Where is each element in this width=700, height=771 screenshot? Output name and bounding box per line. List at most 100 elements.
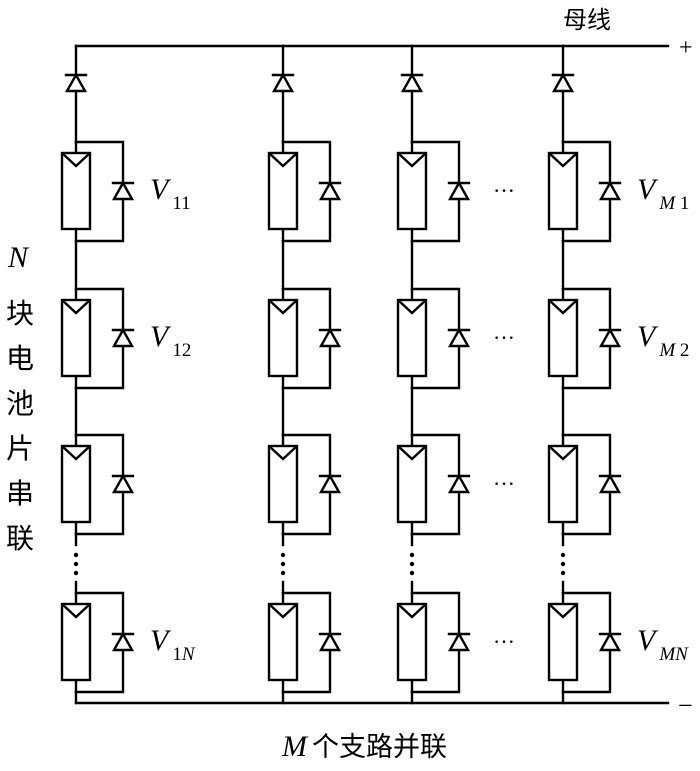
- vertical-ellipsis-dot: [560, 561, 566, 567]
- diode-triangle: [318, 327, 342, 348]
- diode-triangle: [447, 180, 471, 201]
- bypass-diode-icon: [111, 180, 135, 201]
- diode-triangle: [598, 180, 622, 201]
- solar-cell-chevron: [268, 152, 298, 168]
- solar-cell-chevron: [268, 603, 298, 619]
- diode-triangle: [598, 473, 622, 494]
- cell-group: [267, 591, 342, 694]
- diode-triangle: [111, 327, 135, 348]
- cell-group: [547, 287, 622, 390]
- horizontal-ellipsis: ···: [493, 325, 515, 350]
- bypass-diode-icon: [598, 327, 622, 348]
- blocking-diode-icon: [400, 72, 424, 93]
- diode-triangle: [271, 72, 295, 93]
- cell-group: [60, 140, 135, 243]
- vertical-ellipsis-dot: [409, 552, 415, 558]
- voltage-label-subscript: MN: [658, 644, 689, 665]
- voltage-label-subscript: M 2: [658, 340, 689, 361]
- voltage-label-main: V: [637, 624, 659, 657]
- vertical-ellipsis-dot: [73, 570, 79, 576]
- diode-triangle: [318, 631, 342, 652]
- cell-group: [396, 287, 471, 390]
- bypass-diode-icon: [447, 180, 471, 201]
- cell-group: [396, 433, 471, 536]
- vertical-ellipsis-dot: [73, 561, 79, 567]
- diode-triangle: [318, 180, 342, 201]
- subscript-char: N: [181, 644, 196, 665]
- cell-group: [60, 287, 135, 390]
- solar-cell-chevron: [397, 445, 427, 461]
- subscript-char: 1: [172, 340, 182, 361]
- voltage-label-main: V: [150, 624, 172, 657]
- diode-triangle: [598, 631, 622, 652]
- diode-triangle: [111, 180, 135, 201]
- bypass-diode-icon: [598, 180, 622, 201]
- solar-cell-chevron: [548, 152, 578, 168]
- vertical-ellipsis-dot: [560, 570, 566, 576]
- diode-triangle: [111, 631, 135, 652]
- diode-triangle: [447, 631, 471, 652]
- solar-cell-chevron: [548, 299, 578, 315]
- subscript-char: 1: [680, 193, 690, 214]
- solar-cell-chevron: [397, 603, 427, 619]
- voltage-label-main: V: [150, 320, 172, 353]
- bypass-diode-icon: [318, 473, 342, 494]
- solar-cell-chevron: [61, 299, 91, 315]
- subscript-char: M: [658, 193, 676, 214]
- subscript-char: 1: [181, 193, 191, 214]
- cell-group: [60, 433, 135, 536]
- cell-group: [267, 140, 342, 243]
- solar-cell-chevron: [397, 152, 427, 168]
- diode-triangle: [318, 473, 342, 494]
- bypass-diode-icon: [318, 327, 342, 348]
- subscript-char: N: [674, 644, 689, 665]
- diode-triangle: [400, 72, 424, 93]
- bypass-diode-icon: [318, 180, 342, 201]
- cell-group: [547, 591, 622, 694]
- solar-cell-chevron: [61, 152, 91, 168]
- bypass-diode-icon: [111, 327, 135, 348]
- vertical-ellipsis-dot: [280, 570, 286, 576]
- solar-cell-chevron: [61, 445, 91, 461]
- subscript-char: 2: [182, 340, 192, 361]
- cell-group: [267, 287, 342, 390]
- diode-triangle: [64, 72, 88, 93]
- branch-4: [547, 72, 622, 694]
- vertical-ellipsis-dot: [409, 561, 415, 567]
- left-label-char: 块: [6, 297, 34, 330]
- subscript-char: 1: [172, 193, 181, 214]
- voltage-label-main: V: [637, 173, 659, 206]
- voltage-label-subscript: 12: [172, 340, 191, 361]
- diode-triangle: [598, 327, 622, 348]
- solar-cell-chevron: [268, 299, 298, 315]
- bypass-diode-icon: [111, 631, 135, 652]
- horizontal-ellipsis: ···: [493, 471, 515, 496]
- cell-group: [396, 591, 471, 694]
- bypass-diode-icon: [111, 473, 135, 494]
- subscript-char: M: [658, 340, 676, 361]
- vertical-ellipsis-dot: [73, 552, 79, 558]
- voltage-label-subscript: 1N: [172, 644, 196, 665]
- solar-cells: [60, 72, 622, 694]
- vertical-ellipsis-dot: [409, 570, 415, 576]
- diode-triangle: [447, 473, 471, 494]
- left-label-char: 联: [6, 522, 34, 555]
- vertical-ellipsis-dot: [280, 561, 286, 567]
- solar-cell-chevron: [548, 603, 578, 619]
- diode-triangle: [111, 473, 135, 494]
- vertical-ellipsis-dot: [560, 552, 566, 558]
- subscript-char: 2: [680, 340, 690, 361]
- left-label-char: 池: [6, 387, 34, 420]
- left-label-variable: N: [7, 241, 30, 274]
- solar-cell-chevron: [61, 603, 91, 619]
- solar-cell-chevron: [397, 299, 427, 315]
- cell-group: [396, 140, 471, 243]
